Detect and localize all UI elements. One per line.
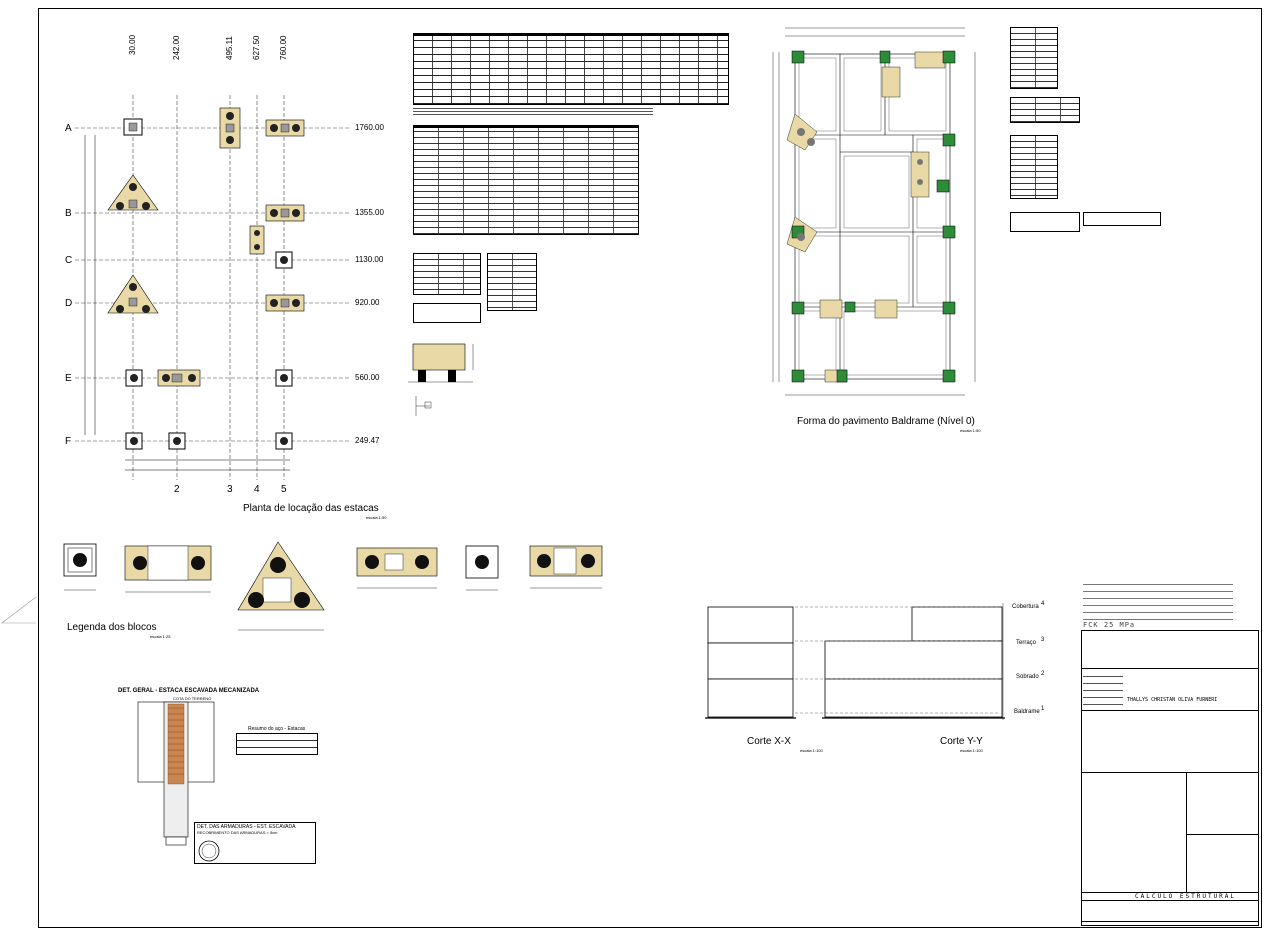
axis-y-letter-c: C: [65, 255, 73, 266]
block-elevation: [408, 343, 474, 416]
notes-block: [1083, 578, 1233, 620]
corte-xx-scale: escala 1:100: [800, 748, 823, 753]
axis-x-label-2: 242.00: [172, 35, 181, 60]
axis-x-label-5: 760.00: [279, 35, 288, 60]
level-name-2: Sobrado: [1016, 674, 1039, 680]
drawing-frame: [38, 8, 1262, 928]
axis-x-number-3: 3: [227, 484, 233, 495]
axis-x-number-4: 4: [254, 484, 260, 495]
legenda-scale: escala 1:25: [150, 634, 171, 639]
pilares-table: [1010, 27, 1058, 89]
axis-y-letter-e: E: [65, 373, 72, 384]
axis-y-value-b: 1355.00: [355, 208, 384, 217]
forma-scale: escala 1:50: [960, 428, 981, 433]
small-table-2: [487, 253, 537, 311]
axis-y-letter-d: D: [65, 298, 73, 309]
axis-x-label-1: 30.00: [128, 34, 137, 55]
axis-y-value-f: 249.47: [355, 436, 380, 445]
legend-table-2: [1083, 212, 1161, 226]
forma-title: Forma do pavimento Baldrame (Nível 0): [797, 416, 975, 427]
level-name-3: Terraço: [1016, 640, 1037, 646]
legenda-blocos: [63, 541, 603, 631]
level-num-2: 2: [1041, 671, 1045, 677]
axis-x-label-4: 627.50: [252, 35, 261, 60]
materiais-table: [1010, 97, 1080, 123]
resumo-aco-title: Resumo do aço - Estacas: [248, 726, 306, 732]
corte-xx-label: Corte X-X: [747, 736, 791, 747]
axis-y-value-a: 1760.00: [355, 123, 384, 132]
plan-scale: escala 1:50: [366, 515, 387, 520]
small-table-3: [413, 303, 481, 323]
pile-data-table: [413, 33, 729, 105]
armaduras-circle: [198, 840, 220, 862]
blocos-table: [1010, 135, 1058, 199]
engineer-name: THALLYS CHRISTAN OLIVA FURNERI: [1127, 697, 1218, 703]
margin-marker: [1, 596, 37, 624]
plan-locacao-estacas: [75, 95, 350, 480]
axis-x-label-3: 495.11: [225, 36, 234, 60]
cortes-elevation: [705, 603, 1005, 720]
axis-x-number-2: 2: [174, 484, 180, 495]
estaca-cota: COTA DO TERRENO: [173, 696, 212, 701]
stamp-lines: [1083, 670, 1123, 708]
axis-y-letter-b: B: [65, 208, 72, 219]
estaca-title: DET. GERAL - ESTACA ESCAVADA MECANIZADA: [118, 688, 260, 694]
estaca-section: [137, 701, 215, 846]
armaduras-box: [194, 822, 316, 864]
legenda-title: Legenda dos blocos: [67, 622, 157, 633]
level-name-4: Cobertura: [1012, 604, 1039, 610]
level-name-1: Baldrame: [1014, 709, 1040, 715]
table-notes: [413, 106, 653, 116]
level-num-3: 3: [1041, 637, 1045, 643]
axis-y-value-e: 560.00: [355, 373, 380, 382]
legend-table-1: [1010, 212, 1080, 232]
level-num-1: 1: [1041, 706, 1045, 712]
axis-y-letter-f: F: [65, 436, 72, 447]
resumo-aco-table: [236, 733, 318, 755]
armaduras-title: DET. DAS ARMADURAS - EST. ESCAVADA: [197, 824, 296, 830]
carga-table: [413, 125, 639, 235]
small-table-1: [413, 253, 481, 295]
fck-label: FCK 25 MPa: [1083, 621, 1136, 629]
plan-title: Planta de locação das estacas: [243, 503, 379, 514]
level-num-4: 4: [1041, 601, 1045, 607]
corte-yy-label: Corte Y-Y: [940, 736, 983, 747]
axis-y-value-c: 1130.00: [355, 255, 384, 264]
axis-x-number-5: 5: [281, 484, 287, 495]
axis-y-letter-a: A: [65, 123, 72, 134]
footer-title: CÁLCULO ESTRUTURAL: [1135, 893, 1237, 900]
armaduras-sub: RECOBRIMENTO DAS ARMADURAS = 5cm: [197, 830, 278, 835]
axis-y-value-d: 920.00: [355, 298, 380, 307]
title-block: [1081, 630, 1259, 926]
forma-baldrame-plan: [772, 27, 976, 396]
corte-yy-scale: escala 1:100: [960, 748, 983, 753]
